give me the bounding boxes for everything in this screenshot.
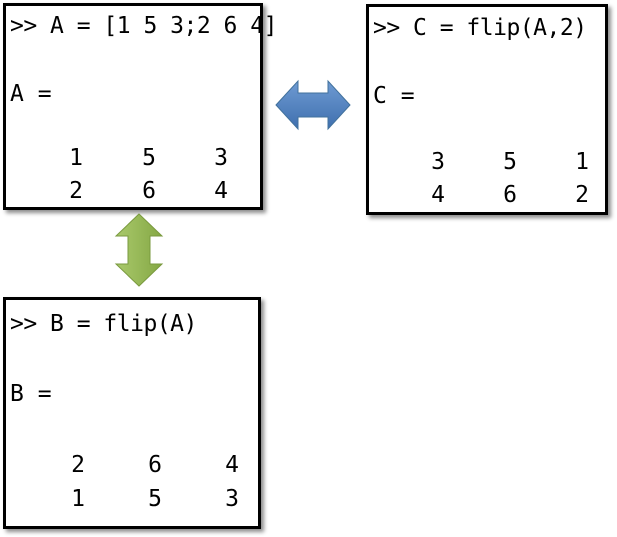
double-arrow-vertical-icon [114,213,164,287]
matrix-cell: 3 [431,149,445,175]
matrix-cell: 5 [503,149,517,175]
matrix-cell: 1 [575,149,589,175]
variable-label: C = [373,83,415,109]
variable-label: A = [10,81,52,107]
matrix-cell: 3 [225,486,239,512]
matrix-row: 4 6 2 [369,181,605,209]
matrix-cell: 4 [214,178,228,204]
matrix-row: 2 6 4 [6,451,258,479]
matrix-cell: 6 [148,452,162,478]
matrix-row: 2 6 4 [6,177,260,205]
matrix-cell: 1 [71,486,85,512]
matrix-c-panel: >> C = flip(A,2) C = 3 5 1 4 6 2 [366,4,608,215]
command-line: >> C = flip(A,2) [373,15,587,41]
matrix-cell: 6 [503,182,517,208]
arrow-shape [275,79,351,131]
matrix-cell: 5 [148,486,162,512]
matrix-a-panel: >> A = [1 5 3;2 6 4] A = 1 5 3 2 6 4 [3,3,277,210]
matrix-cell: 3 [214,145,228,171]
matrix-cell: 4 [431,182,445,208]
matrix-cell: 4 [225,452,239,478]
matrix-cell: 5 [142,145,156,171]
matrix-row: 3 5 1 [369,148,605,176]
matrix-cell: 2 [69,178,83,204]
matrix-row: 1 5 3 [6,144,260,172]
command-line: >> A = [1 5 3;2 6 4] [10,13,277,39]
matrix-cell: 6 [142,178,156,204]
variable-label: B = [10,381,52,407]
arrow-shape [114,213,164,287]
matrix-cell: 2 [71,452,85,478]
matrix-b-panel: >> B = flip(A) B = 2 6 4 1 5 3 [3,297,261,529]
matrix-cell: 1 [69,145,83,171]
double-arrow-horizontal-icon [275,79,351,131]
command-line: >> B = flip(A) [10,311,197,337]
matrix-cell: 2 [575,182,589,208]
matrix-row: 1 5 3 [6,485,258,513]
